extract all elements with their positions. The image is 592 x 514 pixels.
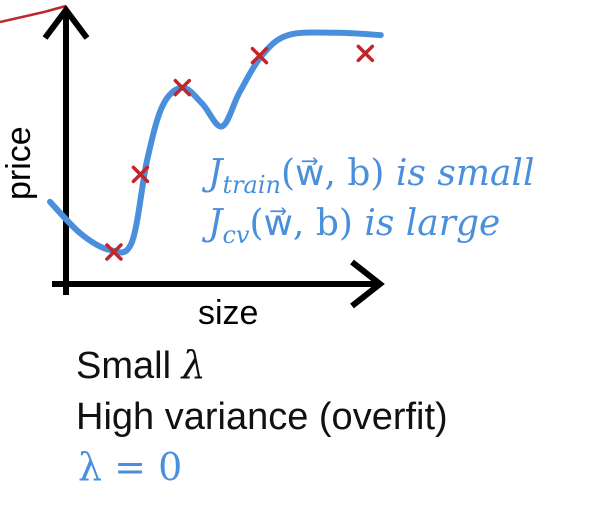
y-axis-arrowhead: [42, 4, 90, 40]
data-points: [105, 44, 375, 261]
jtrain-annotation: Jtrain(w⃗, b) is small: [208, 153, 535, 199]
caption-variance: High variance (overfit): [76, 396, 448, 438]
data-point-x-marker: [131, 165, 150, 184]
j-letter: J: [208, 153, 223, 194]
caption-lambda-equals-zero: λ = 0: [78, 445, 183, 489]
top-left-red-line: [0, 4, 67, 24]
jtrain-args: (w⃗, b): [281, 153, 385, 194]
caption-small-lambda: Small λ: [76, 346, 206, 385]
caption-lambda: λ: [181, 343, 206, 387]
jcv-annotation: Jcv(w⃗, b) is large: [208, 203, 501, 249]
y-axis-label: price: [0, 126, 38, 200]
jtrain-subscript: train: [222, 171, 281, 199]
data-point-x-marker: [105, 243, 123, 261]
data-point-x-marker: [250, 46, 269, 65]
data-point-x-marker: [173, 78, 192, 97]
x-axis-label: size: [198, 294, 259, 332]
jtrain-is-small: is small: [395, 153, 535, 194]
chart-area: [0, 4, 385, 309]
jcv-is-large: is large: [364, 203, 501, 244]
j-letter-cv: J: [208, 203, 223, 244]
jcv-subscript: cv: [222, 221, 250, 249]
data-point-x-marker: [356, 44, 375, 63]
caption-small-word: Small: [76, 345, 172, 387]
jcv-args: (w⃗, b): [249, 203, 353, 244]
x-axis-arrowhead: [350, 259, 385, 309]
